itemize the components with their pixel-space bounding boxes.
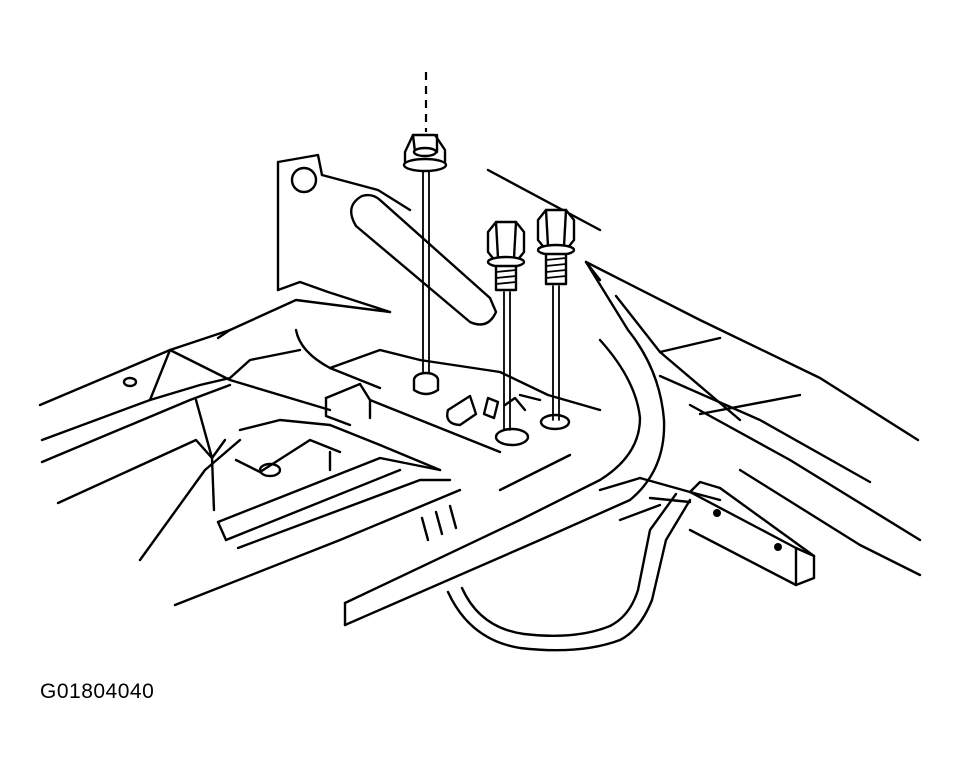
- diagonal-brace: [173, 456, 462, 607]
- bolt-center: [486, 220, 526, 431]
- cross-member-plate: [234, 328, 602, 478]
- figure-code-label: G01804040: [40, 680, 155, 703]
- lower-u-tube: [446, 476, 816, 652]
- bracket-slot: [350, 193, 498, 326]
- curved-main-tube: [343, 260, 666, 627]
- frame-hole: [122, 376, 138, 388]
- bolt-hole-right: [539, 413, 571, 431]
- left-frame-rails: [38, 298, 392, 562]
- bolt-hole-left: [494, 427, 530, 447]
- bolt-right: [536, 208, 576, 421]
- upper-right-rail: [486, 168, 922, 577]
- flange-nut-and-stud: [402, 72, 448, 396]
- vertical-mounting-bracket: [276, 153, 498, 326]
- bracket-hole: [290, 166, 318, 194]
